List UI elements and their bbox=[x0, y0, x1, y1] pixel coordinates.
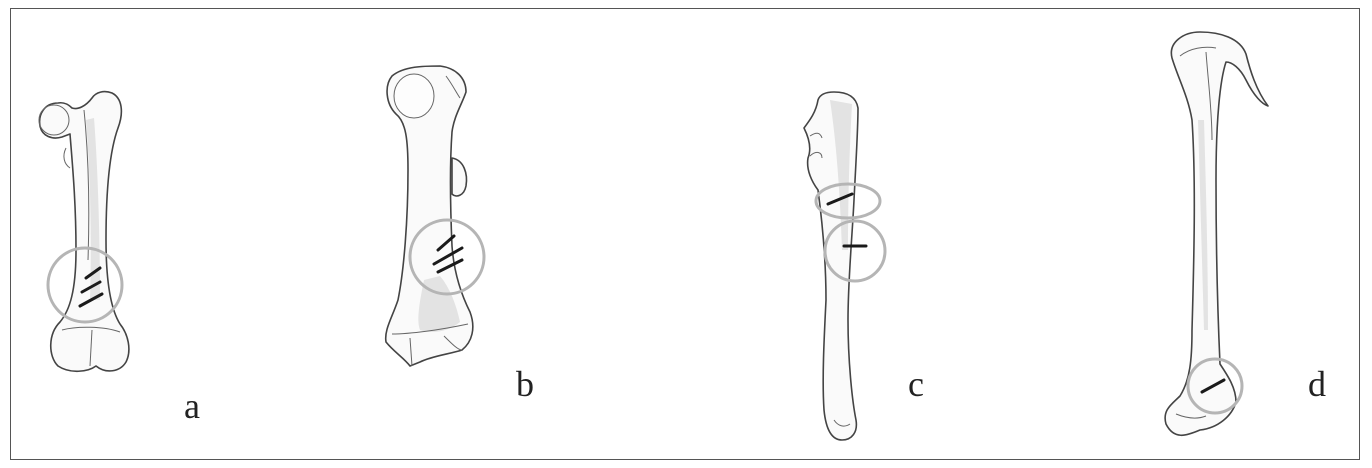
panel-label-b: b bbox=[516, 366, 534, 402]
panel-b bbox=[386, 66, 484, 366]
panel-label-c: c bbox=[908, 366, 924, 402]
panel-label-a: a bbox=[184, 388, 200, 424]
panel-d bbox=[1165, 32, 1268, 435]
ulna-icon bbox=[804, 92, 858, 440]
panel-a bbox=[39, 92, 129, 372]
panel-c bbox=[804, 92, 885, 440]
curved-bone-icon bbox=[1165, 32, 1268, 435]
panel-label-d: d bbox=[1308, 366, 1326, 402]
femur-icon bbox=[39, 92, 129, 372]
humerus-icon bbox=[386, 66, 473, 366]
